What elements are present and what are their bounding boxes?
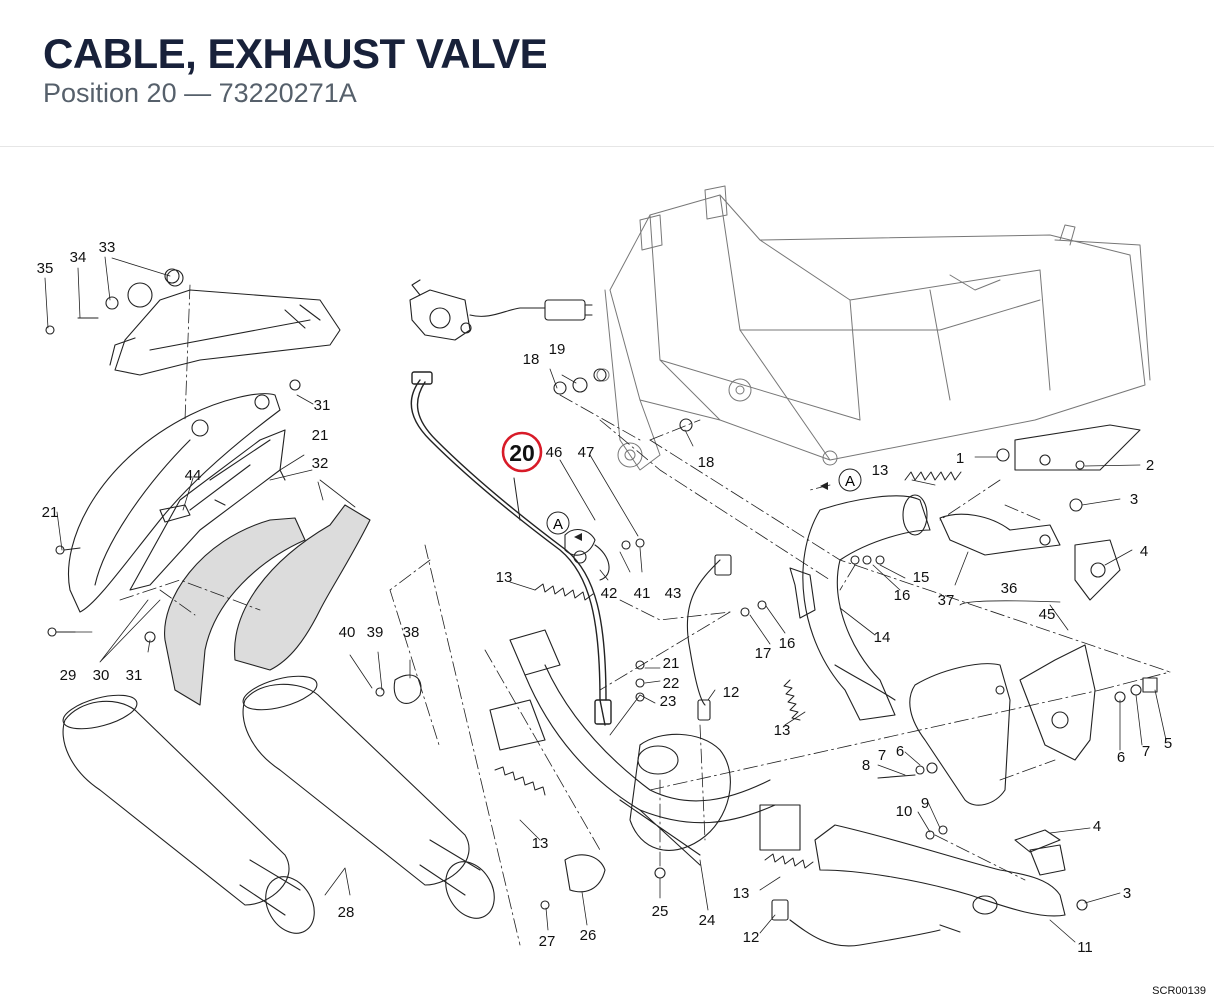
callout-39: 39 [367, 624, 384, 641]
callout-29: 29 [60, 667, 77, 684]
callout-7: 7 [1142, 743, 1150, 760]
callout-13: 13 [774, 722, 791, 739]
exhaust-pipe-center [489, 629, 801, 866]
highlight-position-20[interactable]: 20 [501, 431, 543, 473]
callout-37: 37 [938, 592, 955, 609]
callout-17: 17 [755, 645, 772, 662]
callout-38: 38 [403, 624, 420, 641]
callout-21: 21 [312, 427, 329, 444]
callout-43: 43 [665, 585, 682, 602]
callout-32: 32 [312, 455, 329, 472]
heat-shield-bracket-left [68, 393, 286, 613]
callout-28: 28 [338, 904, 355, 921]
heat-shield-right [909, 644, 1096, 806]
header: CABLE, EXHAUST VALVE Position 20 — 73220… [0, 0, 1214, 147]
callout-15: 15 [913, 569, 930, 586]
swingarm [109, 269, 341, 376]
callout-4: 4 [1093, 818, 1101, 835]
heat-shield [164, 504, 371, 706]
callout-5: 5 [1164, 735, 1172, 752]
callout-14: 14 [874, 629, 891, 646]
callout-13: 13 [532, 835, 549, 852]
exhaust-valve-actuator [409, 279, 593, 341]
callout-26: 26 [580, 927, 597, 944]
callout-2: 2 [1146, 457, 1154, 474]
callout-44: 44 [185, 467, 202, 484]
ref-mark-a: A [553, 516, 563, 533]
callout-35: 35 [37, 260, 54, 277]
callout-13: 13 [733, 885, 750, 902]
callout-18: 18 [698, 454, 715, 471]
leader-lines [44, 256, 1167, 943]
page-title: CABLE, EXHAUST VALVE [43, 30, 548, 77]
hardware [45, 268, 1158, 911]
lambda-sensor [686, 554, 961, 947]
callout-13: 13 [872, 462, 889, 479]
callout-6: 6 [896, 743, 904, 760]
callout-24: 24 [699, 912, 716, 929]
callout-12: 12 [723, 684, 740, 701]
callout-40: 40 [339, 624, 356, 641]
callout-16: 16 [894, 587, 911, 604]
callout-7: 7 [878, 747, 886, 764]
callout-3: 3 [1130, 491, 1138, 508]
diagram-canvas: A A 20 353433312132442129303140393828181… [37, 185, 1173, 956]
highlight-label: 20 [509, 440, 535, 466]
callout-16: 16 [779, 635, 796, 652]
callout-25: 25 [652, 903, 669, 920]
callout-46: 46 [546, 444, 563, 461]
callout-19: 19 [549, 341, 566, 358]
exhaust-valve-cable [410, 371, 612, 726]
dash-dot-lines [119, 284, 1171, 946]
springs [494, 471, 962, 869]
silencer-right [242, 675, 495, 919]
ref-mark-a: A [845, 473, 855, 490]
callout-30: 30 [93, 667, 110, 684]
callout-23: 23 [660, 693, 677, 710]
callout-27: 27 [539, 933, 556, 950]
callout-10: 10 [896, 803, 913, 820]
callout-31: 31 [314, 397, 331, 414]
callout-36: 36 [1001, 580, 1018, 597]
callout-11: 11 [1077, 939, 1093, 956]
callout-8: 8 [862, 757, 870, 774]
callout-3: 3 [1123, 885, 1131, 902]
callout-21: 21 [663, 655, 680, 672]
callout-31: 31 [126, 667, 143, 684]
exhaust-pipe-rear [802, 494, 931, 721]
silencer-left [62, 694, 315, 934]
callout-34: 34 [70, 249, 87, 266]
callout-45: 45 [1039, 606, 1056, 623]
callout-6: 6 [1117, 749, 1125, 766]
figure-code: SCR00139 [1152, 985, 1206, 997]
callout-18: 18 [523, 351, 540, 368]
callout-42: 42 [601, 585, 618, 602]
callout-12: 12 [743, 929, 760, 946]
callout-9: 9 [921, 795, 929, 812]
frame [596, 185, 1151, 471]
callout-47: 47 [578, 444, 595, 461]
callout-22: 22 [663, 675, 680, 692]
callout-41: 41 [634, 585, 651, 602]
callout-13: 13 [496, 569, 513, 586]
reference-markers: A A [546, 468, 862, 541]
exhaust-pipe-lower [814, 824, 1066, 917]
callout-1: 1 [956, 450, 964, 467]
page-subtitle: Position 20 — 73220271A [43, 78, 357, 108]
callout-33: 33 [99, 239, 116, 256]
callout-4: 4 [1140, 543, 1148, 560]
callout-21: 21 [42, 504, 59, 521]
